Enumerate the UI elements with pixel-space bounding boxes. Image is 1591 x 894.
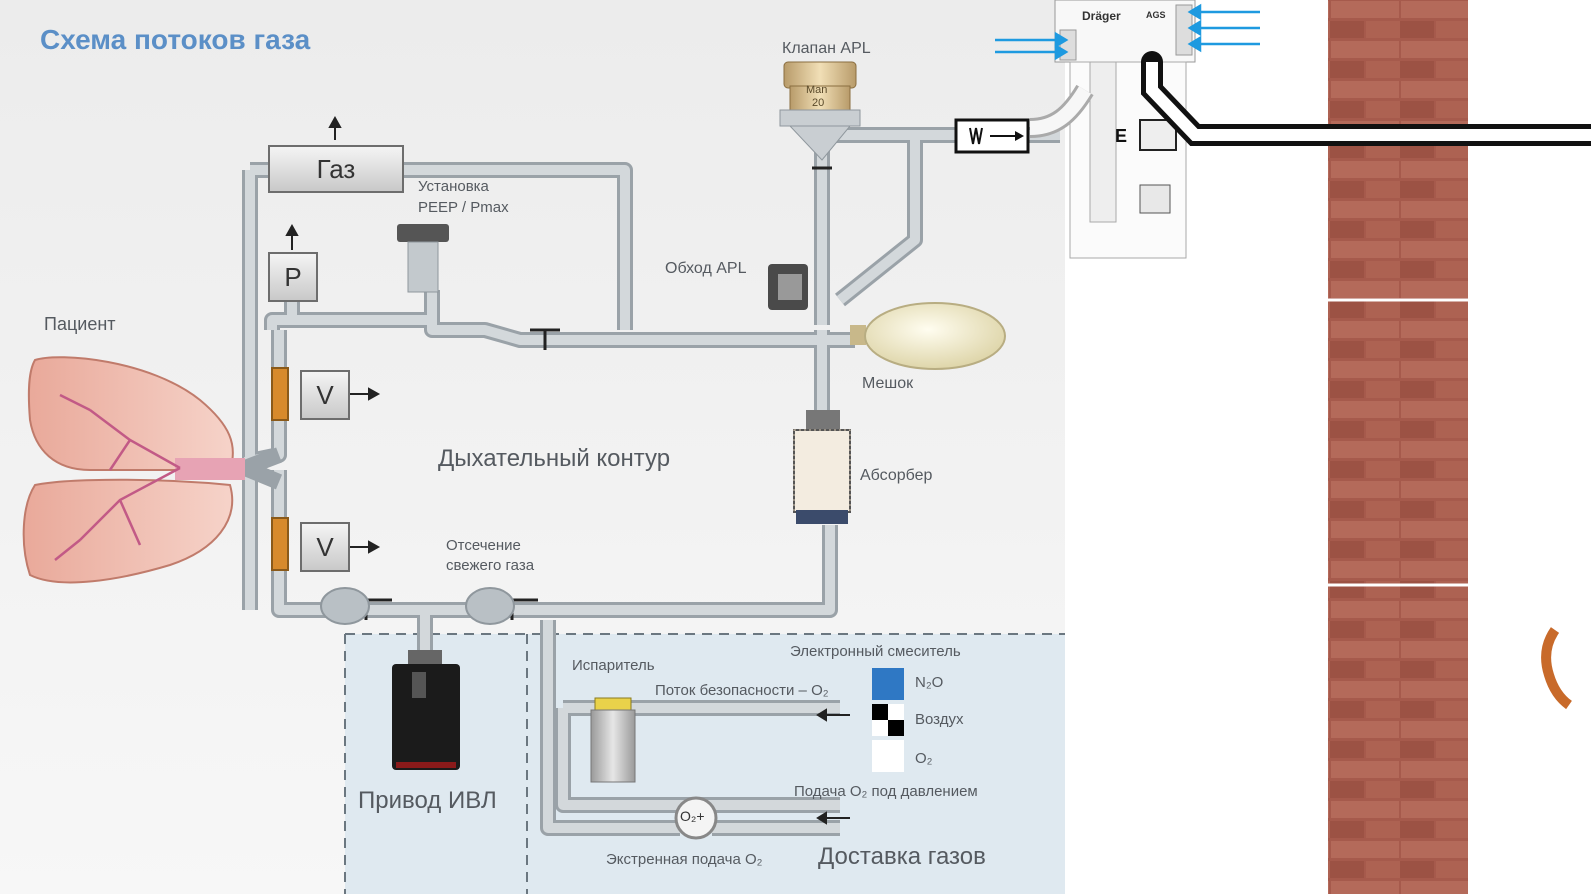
ags-valve-box (1139, 119, 1177, 151)
flow-sensor-inspiratory (271, 367, 289, 421)
output-arrows (285, 115, 381, 554)
airflow-arrows (995, 3, 1260, 61)
pressure-sensor-box: P (268, 252, 318, 302)
fresh-gas-cutoff-line1: Отсечение (446, 537, 521, 554)
o2-emergency-label: Экстренная подача O₂ (606, 851, 763, 868)
patient-lungs (22, 356, 245, 584)
apl-knob-base (779, 109, 861, 127)
peep-label-line1: Установка (418, 178, 489, 195)
mixer-label: Электронный смеситель (790, 643, 961, 660)
flow-sensor-expiratory (271, 517, 289, 571)
ags-label: AGS (1146, 10, 1166, 20)
valve-housings (320, 587, 515, 625)
air-label: Воздух (915, 711, 964, 728)
peep-label-line2: PEEP / Pmax (418, 199, 509, 216)
vaporizer-body (590, 709, 636, 783)
o2-flush-button[interactable] (674, 796, 718, 840)
bag-neck (850, 325, 866, 345)
ventilator-drive-base (396, 762, 456, 768)
o2-label: O₂ (915, 750, 933, 767)
ags-inner-tube (1089, 61, 1117, 223)
absorber-bottom-cap (796, 510, 848, 524)
ventilator-drive-body (392, 664, 460, 770)
gas-analyzer-box: Газ (268, 145, 404, 193)
brick-wall (1328, 0, 1468, 894)
e-marker-label: E (1115, 126, 1128, 146)
gas-delivery-label: Доставка газов (818, 843, 986, 870)
apl-knob-man: Man (806, 84, 828, 96)
valve-spring (969, 127, 983, 145)
orange-hose-fragment (1541, 627, 1573, 710)
apl-valve-label: Клапан APL (782, 40, 871, 57)
absorber-label: Абсорбер (860, 467, 933, 484)
apl-funnel (788, 125, 852, 161)
o2-flush-label: O₂+ (680, 808, 705, 824)
o2-pressure-label: Подача O₂ под давлением (794, 783, 978, 800)
apl-knob-value: 20 (812, 97, 825, 109)
page-title: Схема потоков газа (40, 24, 311, 55)
vaporizer-cap (594, 697, 632, 711)
vaporizer-label: Испаритель (572, 657, 655, 674)
apl-knob-scale (789, 85, 851, 111)
breathing-circuit-label: Дыхательный контур (438, 445, 671, 472)
drive-connector (408, 650, 442, 664)
ags-bottom-fitting (1139, 184, 1171, 214)
patient-label: Пациент (44, 314, 116, 334)
fresh-gas-cutoff-line2: свежего газа (446, 557, 535, 574)
peep-valve-body (407, 241, 439, 293)
ags-body (1069, 61, 1187, 259)
trachea (175, 458, 245, 480)
bag-label: Мешок (862, 375, 914, 392)
safety-flow-label: Поток безопасности – O₂ (655, 682, 829, 699)
gas-delivery-region (345, 634, 1065, 894)
vent-drive-label: Привод ИВЛ (358, 787, 497, 814)
supply-arrows (816, 708, 850, 825)
n2o-swatch (872, 668, 904, 700)
wall-joints (1328, 298, 1468, 587)
apl-bypass-label: Обход APL (665, 260, 747, 277)
brand-label: Dräger (1082, 9, 1121, 23)
absorber-canister (793, 429, 851, 513)
delivery-dashed-border (344, 633, 1065, 894)
absorber-top-cap (806, 410, 840, 430)
n2o-label: N₂O (915, 674, 944, 691)
volume-sensor-inspiratory: V (300, 370, 350, 420)
apl-bypass-knob (778, 274, 802, 300)
peep-valve-cap (397, 224, 449, 242)
breathing-bag (864, 302, 1006, 370)
ventilator-drive-latch (412, 672, 426, 698)
volume-sensor-expiratory: V (300, 522, 350, 572)
o2-swatch (872, 740, 904, 772)
